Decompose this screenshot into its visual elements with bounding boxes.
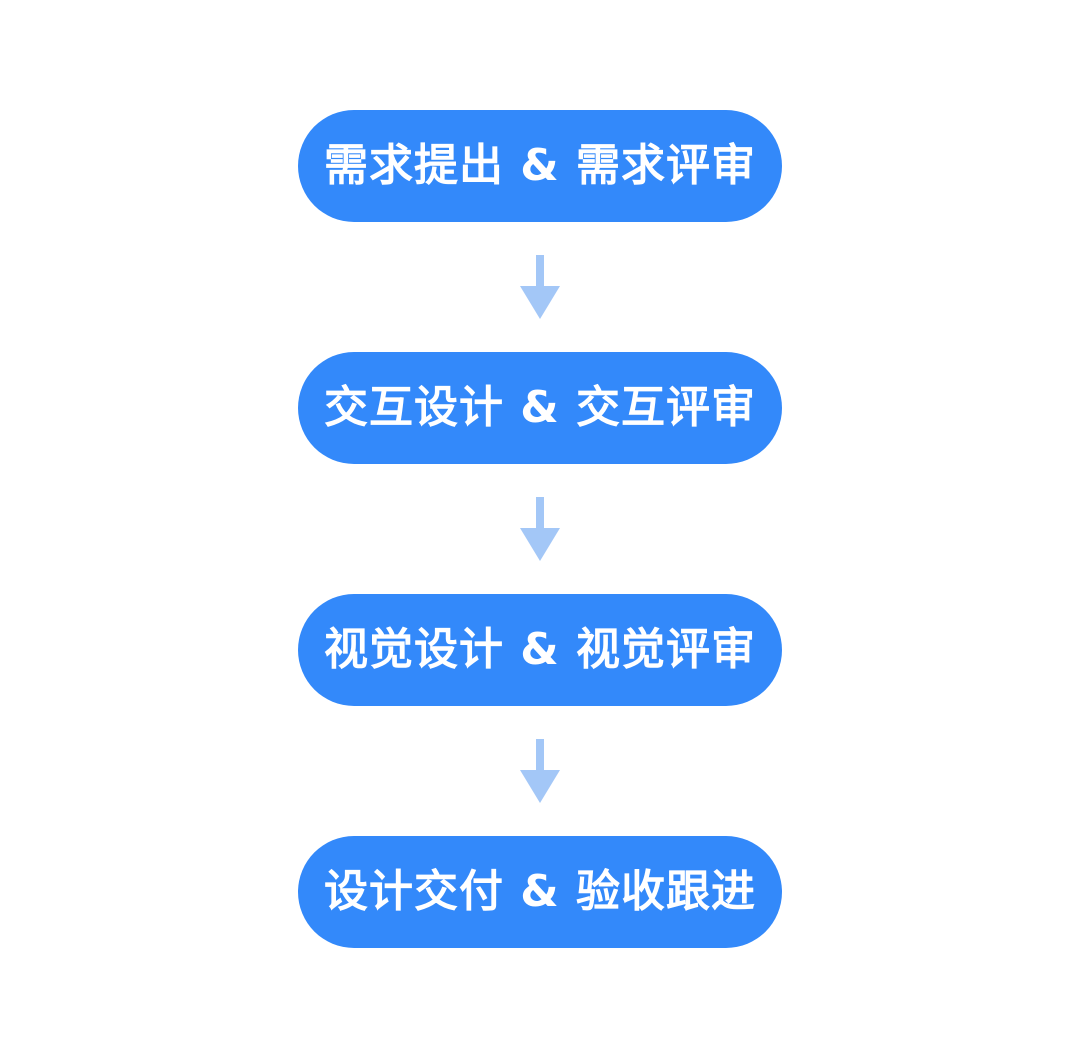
flow-node-interaction-design: 交互设计 & 交互评审 xyxy=(298,352,782,464)
flow-node-delivery: 设计交付 & 验收跟进 xyxy=(298,836,782,948)
flow-node-label: 交互设计 & 交互评审 xyxy=(323,382,756,433)
arrow-down-icon xyxy=(520,739,560,803)
arrow-down-icon xyxy=(520,255,560,319)
connector-1 xyxy=(520,222,560,352)
flow-node-requirements: 需求提出 & 需求评审 xyxy=(298,110,782,222)
flow-node-visual-design: 视觉设计 & 视觉评审 xyxy=(298,594,782,706)
arrow-down-icon xyxy=(520,497,560,561)
flow-node-label: 视觉设计 & 视觉评审 xyxy=(323,624,756,675)
connector-3 xyxy=(520,706,560,836)
flow-node-label: 需求提出 & 需求评审 xyxy=(323,140,756,191)
connector-2 xyxy=(520,464,560,594)
flow-node-label: 设计交付 & 验收跟进 xyxy=(323,866,756,917)
